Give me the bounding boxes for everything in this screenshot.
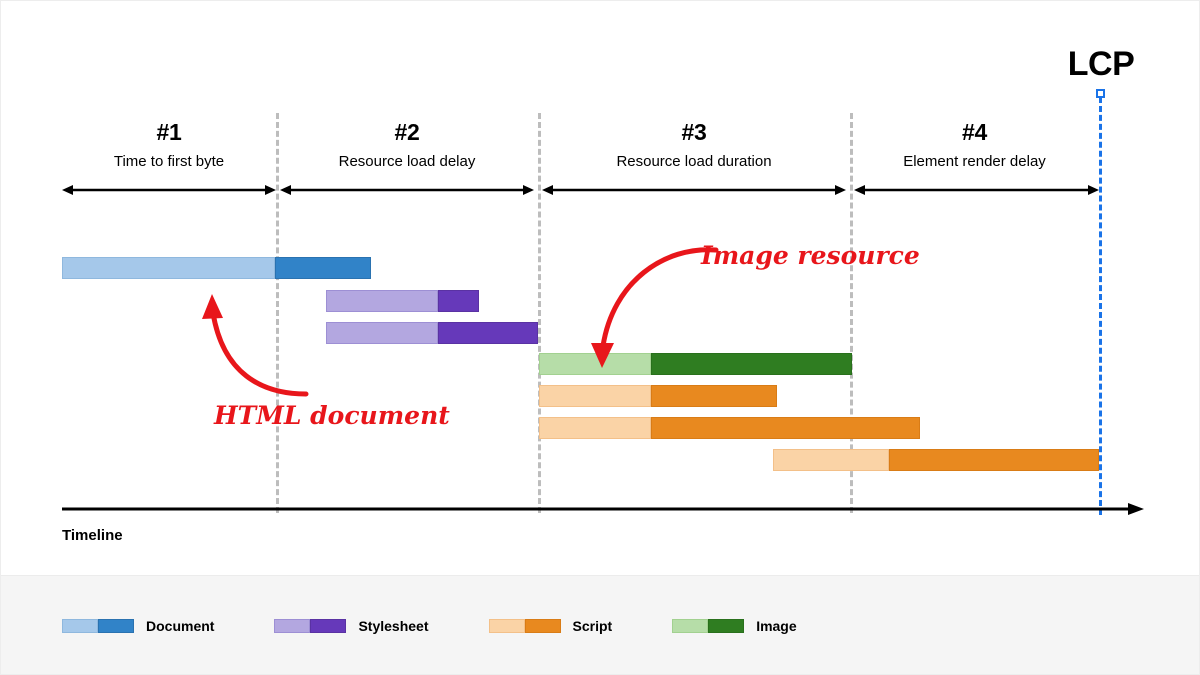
- legend-label-image: Image: [756, 618, 797, 634]
- phase-separator-3: [850, 113, 853, 513]
- swatch-load: [310, 619, 347, 633]
- bar-load-segment: [651, 417, 920, 439]
- phase-1-measure-arrow: [62, 184, 276, 196]
- waterfall-bar-stylesheet-1: [326, 290, 479, 312]
- phase-3: #3 Resource load duration: [538, 119, 850, 173]
- bar-wait-segment: [539, 353, 651, 375]
- bar-wait-segment: [326, 322, 438, 344]
- waterfall-bar-script-1: [539, 385, 777, 407]
- legend-swatch-script-icon: [488, 619, 561, 633]
- swatch-load: [708, 619, 745, 633]
- bar-wait-segment: [773, 449, 889, 471]
- waterfall-bar-script-3: [773, 449, 1099, 471]
- bar-wait-segment: [539, 417, 651, 439]
- bar-load-segment: [438, 290, 479, 312]
- phase-4-name: Element render delay: [903, 153, 1046, 170]
- html-document-annotation-arrow: [111, 293, 311, 403]
- phase-2: #2 Resource load delay: [276, 119, 538, 173]
- waterfall-bar-script-2: [539, 417, 920, 439]
- bar-wait-segment: [539, 385, 651, 407]
- legend-item-document: Document: [62, 618, 214, 634]
- swatch-load: [524, 619, 561, 633]
- lcp-label: LCP: [1067, 45, 1135, 83]
- bar-load-segment: [889, 449, 1099, 471]
- swatch-wait: [488, 619, 525, 633]
- phase-3-number: #3: [681, 119, 707, 145]
- waterfall-bar-document: [62, 257, 371, 279]
- bar-load-segment: [651, 353, 852, 375]
- image-resource-annotation-label: Image resource: [701, 241, 920, 270]
- waterfall-bar-image: [539, 353, 852, 375]
- timeline-axis: [62, 503, 1144, 517]
- legend-item-script: Script: [488, 618, 613, 634]
- phase-1-number: #1: [156, 119, 182, 145]
- waterfall-bar-stylesheet-2: [326, 322, 538, 344]
- phase-4-number: #4: [962, 119, 987, 145]
- bar-load-segment: [275, 257, 371, 279]
- legend-item-image: Image: [672, 618, 797, 634]
- bar-load-segment: [651, 385, 777, 407]
- phase-1-name: Time to first byte: [113, 153, 225, 170]
- legend-row: Document Stylesheet Script: [62, 618, 857, 634]
- legend-label-stylesheet: Stylesheet: [358, 618, 429, 634]
- swatch-wait: [274, 619, 311, 633]
- swatch-wait: [672, 619, 709, 633]
- phase-1: #1 Time to first byte: [62, 119, 276, 173]
- phase-2-measure-arrow: [280, 184, 534, 196]
- legend-label-script: Script: [572, 618, 613, 634]
- legend-swatch-stylesheet-icon: [274, 619, 347, 633]
- phase-2-name: Resource load delay: [338, 153, 476, 170]
- bar-load-segment: [438, 322, 538, 344]
- swatch-load: [98, 619, 134, 633]
- phase-3-name: Resource load duration: [616, 153, 772, 170]
- html-document-annotation-label: HTML document: [214, 401, 450, 430]
- image-resource-annotation-arrow: [589, 244, 719, 369]
- legend: Document Stylesheet Script: [1, 575, 1199, 674]
- bar-wait-segment: [62, 257, 275, 279]
- phase-3-measure-arrow: [542, 184, 846, 196]
- lcp-dashed-line: [1099, 97, 1102, 515]
- phase-separator-1: [276, 113, 279, 513]
- legend-label-document: Document: [146, 618, 215, 634]
- bar-wait-segment: [326, 290, 438, 312]
- timeline-axis-label: Timeline: [62, 527, 123, 544]
- phase-2-number: #2: [394, 119, 420, 145]
- legend-swatch-image-icon: [672, 619, 745, 633]
- legend-swatch-document-icon: [62, 619, 134, 633]
- legend-item-stylesheet: Stylesheet: [274, 618, 429, 634]
- phase-separator-2: [538, 113, 541, 513]
- phase-4-measure-arrow: [854, 184, 1099, 196]
- phase-4: #4 Element render delay: [850, 119, 1099, 173]
- swatch-wait: [62, 619, 98, 633]
